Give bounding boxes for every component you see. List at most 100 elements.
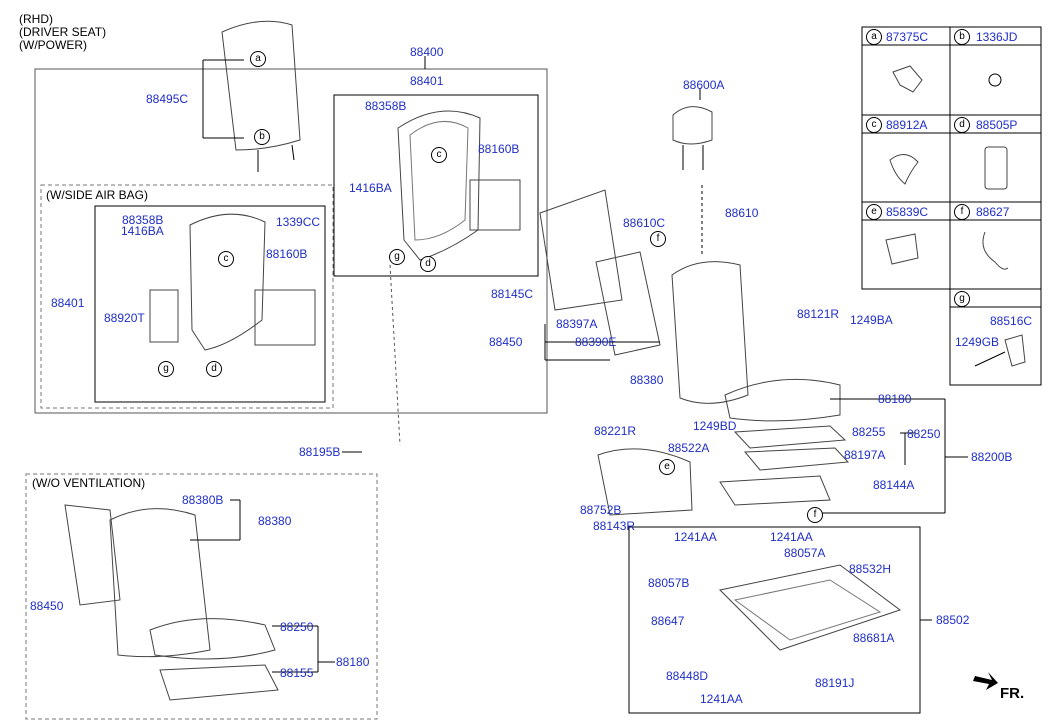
part-88522A[interactable]: 88522A bbox=[668, 441, 710, 455]
part-1249BA[interactable]: 1249BA bbox=[850, 313, 893, 327]
part-88250-lower[interactable]: 88250 bbox=[280, 620, 314, 634]
note-rhd: (RHD) bbox=[19, 12, 53, 26]
cushion-heater-88197A bbox=[743, 447, 850, 471]
part-88450-upper[interactable]: 88450 bbox=[489, 335, 523, 349]
part-88221R[interactable]: 88221R bbox=[594, 424, 637, 438]
part-88195B[interactable]: 88195B bbox=[299, 445, 341, 459]
legend-key-c: c bbox=[866, 117, 882, 133]
part-1241AA-left[interactable]: 1241AA bbox=[674, 530, 717, 544]
part-88160B-lower[interactable]: 88160B bbox=[266, 247, 308, 261]
part-88200B[interactable]: 88200B bbox=[971, 450, 1013, 464]
legend-part-g[interactable]: 88516C bbox=[990, 314, 1033, 328]
part-1416BA-upper[interactable]: 1416BA bbox=[349, 181, 392, 195]
part-88397A[interactable]: 88397A bbox=[556, 317, 598, 331]
part-88610C[interactable]: 88610C bbox=[623, 216, 666, 230]
part-1241AA-bottom[interactable]: 1241AA bbox=[700, 692, 743, 706]
part-88390E[interactable]: 88390E bbox=[575, 335, 617, 349]
wo-vent-cushion bbox=[149, 618, 276, 660]
part-88250-upper[interactable]: 88250 bbox=[907, 427, 941, 441]
back-board-88145C bbox=[539, 189, 623, 311]
part-88401-upper[interactable]: 88401 bbox=[410, 74, 444, 88]
part-88448D[interactable]: 88448D bbox=[666, 669, 709, 683]
note-power: (W/POWER) bbox=[19, 38, 87, 52]
side-airbag-module bbox=[149, 289, 179, 343]
wo-vent-cushion-heater bbox=[159, 664, 279, 701]
callout-d-upper: d bbox=[420, 256, 436, 272]
part-88532H[interactable]: 88532H bbox=[849, 562, 892, 576]
seat-cushion-cover bbox=[724, 378, 841, 422]
part-1416BA-lower[interactable]: 1416BA bbox=[121, 224, 164, 238]
part-88600A[interactable]: 88600A bbox=[683, 78, 725, 92]
part-88681A[interactable]: 88681A bbox=[853, 631, 895, 645]
part-88057A[interactable]: 88057A bbox=[784, 546, 826, 560]
part-88180-upper[interactable]: 88180 bbox=[878, 392, 912, 406]
clip-g-shape bbox=[1004, 334, 1026, 367]
wo-vent-back-foam bbox=[109, 508, 211, 658]
part-88380B[interactable]: 88380B bbox=[182, 493, 224, 507]
legend-part-c[interactable]: 88912A bbox=[886, 118, 928, 132]
legend-key-b: b bbox=[954, 29, 970, 45]
part-88143R[interactable]: 88143R bbox=[593, 519, 636, 533]
callout-d-lower: d bbox=[206, 361, 222, 377]
part-1249BD[interactable]: 1249BD bbox=[693, 419, 737, 433]
part-88145C[interactable]: 88145C bbox=[491, 287, 534, 301]
part-88180-lower[interactable]: 88180 bbox=[336, 655, 370, 669]
bracket-e-shape bbox=[885, 233, 919, 265]
part-88400[interactable]: 88400 bbox=[410, 45, 444, 59]
cushion-pad-88255 bbox=[733, 425, 847, 449]
part-88358B-lower[interactable]: 88358B bbox=[122, 213, 164, 227]
part-88752B[interactable]: 88752B bbox=[580, 503, 622, 517]
airbag-back-frame bbox=[189, 213, 266, 351]
wo-vent-back-heater bbox=[64, 504, 121, 606]
legend-part-b[interactable]: 1336JD bbox=[976, 30, 1018, 44]
callout-g-lower: g bbox=[158, 361, 174, 377]
callout-e: e bbox=[659, 459, 675, 475]
front-direction-arrow bbox=[973, 672, 998, 690]
part-88380-lower[interactable]: 88380 bbox=[258, 514, 292, 528]
part-88197A[interactable]: 88197A bbox=[844, 448, 886, 462]
side-airbag-box bbox=[40, 184, 334, 409]
part-88191J[interactable]: 88191J bbox=[815, 676, 855, 690]
part-1339CC[interactable]: 1339CC bbox=[276, 215, 321, 229]
legend-part-g-bolt[interactable]: 1249GB bbox=[955, 335, 1000, 349]
callout-f-lower: f bbox=[807, 507, 823, 523]
part-88380-upper[interactable]: 88380 bbox=[630, 373, 664, 387]
wire-f-shape bbox=[982, 231, 1009, 270]
part-88647[interactable]: 88647 bbox=[651, 614, 685, 628]
part-88057B[interactable]: 88057B bbox=[648, 576, 690, 590]
part-88144A[interactable]: 88144A bbox=[873, 478, 915, 492]
part-88610[interactable]: 88610 bbox=[725, 206, 759, 220]
part-88160B-upper[interactable]: 88160B bbox=[478, 142, 520, 156]
side-airbag-inner-box bbox=[94, 205, 326, 403]
legend-part-f[interactable]: 88627 bbox=[976, 205, 1010, 219]
callout-f-upper: f bbox=[650, 231, 666, 247]
part-88450-lower[interactable]: 88450 bbox=[30, 599, 64, 613]
wo-ventilation-box bbox=[25, 473, 378, 720]
part-1241AA-right[interactable]: 1241AA bbox=[770, 530, 813, 544]
part-88920T[interactable]: 88920T bbox=[104, 311, 145, 325]
legend-key-f: f bbox=[954, 204, 970, 220]
motor-d-shape bbox=[984, 146, 1008, 190]
legend-part-d[interactable]: 88505P bbox=[976, 118, 1018, 132]
legend-table bbox=[861, 26, 1042, 386]
legend-key-a: a bbox=[866, 29, 882, 45]
part-88495C[interactable]: 88495C bbox=[146, 92, 189, 106]
part-88155[interactable]: 88155 bbox=[280, 666, 314, 680]
seat-track-frame bbox=[718, 564, 902, 651]
callout-g-upper: g bbox=[389, 249, 405, 265]
back-frame-outer-box bbox=[34, 68, 548, 414]
side-shield-88221R bbox=[597, 448, 693, 516]
legend-key-d: d bbox=[954, 117, 970, 133]
part-88401-lower[interactable]: 88401 bbox=[51, 296, 85, 310]
legend-part-e[interactable]: 85839C bbox=[886, 205, 929, 219]
part-88255[interactable]: 88255 bbox=[852, 425, 886, 439]
part-88502[interactable]: 88502 bbox=[936, 613, 970, 627]
headrest bbox=[672, 106, 713, 145]
legend-part-a[interactable]: 87375C bbox=[886, 30, 929, 44]
part-88121R[interactable]: 88121R bbox=[797, 307, 840, 321]
back-panel bbox=[221, 20, 301, 151]
plug-b-shape bbox=[988, 73, 1002, 87]
legend-key-e: e bbox=[866, 204, 882, 220]
part-88358B-upper[interactable]: 88358B bbox=[365, 99, 407, 113]
